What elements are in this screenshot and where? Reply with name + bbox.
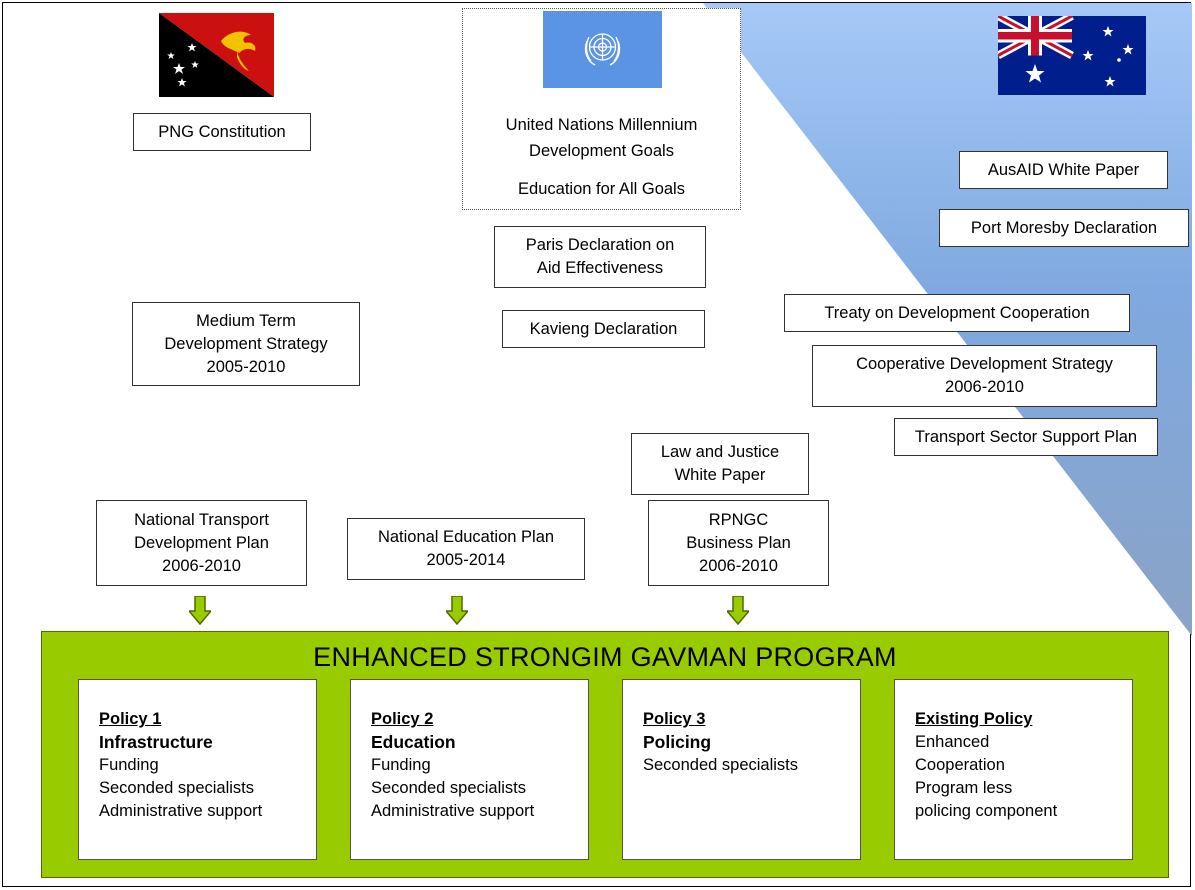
- policy-card: Policy 2 Education Funding Seconded spec…: [350, 679, 589, 860]
- program-block: ENHANCED STRONGIM GAVMAN PROGRAM Policy …: [41, 631, 1169, 878]
- policy-heading: Policy 3: [643, 710, 706, 728]
- png-constitution-label: PNG Constitution: [158, 122, 286, 141]
- mtds-line: Development Strategy: [164, 334, 328, 353]
- law-justice-box: Law and Justice White Paper: [631, 433, 809, 495]
- ntdp-line: Development Plan: [134, 533, 269, 552]
- policy-card: Existing Policy Enhanced Cooperation Pro…: [894, 679, 1133, 860]
- kavieng-declaration-box: Kavieng Declaration: [502, 310, 705, 348]
- policy-item: Enhanced: [915, 733, 990, 751]
- policy-item: Seconded specialists: [371, 779, 527, 797]
- ntdp-line: National Transport: [134, 510, 269, 529]
- down-arrow-icon: [189, 596, 211, 625]
- paris-line: Paris Declaration on: [525, 236, 675, 254]
- rpngc-line: Business Plan: [686, 533, 791, 552]
- policy-item: Administrative support: [99, 802, 263, 820]
- policy-name: Education: [371, 732, 456, 752]
- policy-item: Funding: [99, 756, 159, 774]
- law-justice-line: White Paper: [674, 466, 766, 484]
- policy-item: Funding: [371, 756, 431, 774]
- policy-name: Policing: [643, 732, 712, 752]
- png-constitution-box: PNG Constitution: [133, 113, 311, 151]
- ntdp-box: National Transport Development Plan 2006…: [96, 500, 307, 586]
- cds-box: Cooperative Development Strategy 2006-20…: [812, 345, 1157, 407]
- cds-line: Cooperative Development Strategy: [856, 355, 1113, 373]
- policy-name: Infrastructure: [99, 732, 213, 752]
- australia-flag: [998, 16, 1146, 95]
- policy-heading: Policy 1: [99, 710, 162, 728]
- policy-item: Cooperation: [915, 756, 1005, 774]
- nep-line: National Education Plan: [377, 528, 555, 546]
- cds-line: 2006-2010: [945, 378, 1024, 396]
- mtds-line: 2005-2010: [206, 357, 286, 376]
- kavieng-label: Kavieng Declaration: [529, 319, 678, 338]
- policy-card: Policy 3 Policing Seconded specialists: [622, 679, 861, 860]
- un-mdg-line2: Development Goals: [529, 142, 674, 160]
- program-title: ENHANCED STRONGIM GAVMAN PROGRAM: [313, 642, 897, 672]
- policy-card: Policy 1 Infrastructure Funding Seconded…: [78, 679, 317, 860]
- policy-item: Program less: [915, 779, 1013, 797]
- mtds-line: Medium Term: [196, 311, 296, 330]
- rpngc-line: 2006-2010: [699, 556, 778, 575]
- port-moresby-label: Port Moresby Declaration: [970, 218, 1158, 237]
- ausaid-white-paper-label: AusAID White Paper: [987, 160, 1140, 179]
- down-arrow-icon: [727, 596, 749, 625]
- mtds-box: Medium Term Development Strategy 2005-20…: [132, 302, 360, 386]
- policy-item: Seconded specialists: [99, 779, 255, 797]
- policy-heading: Existing Policy: [915, 710, 1033, 728]
- down-arrow-icon: [446, 596, 468, 625]
- law-justice-line: Law and Justice: [660, 443, 780, 461]
- nep-box: National Education Plan 2005-2014: [347, 518, 585, 580]
- transport-support-plan-box: Transport Sector Support Plan: [894, 418, 1158, 456]
- port-moresby-declaration-box: Port Moresby Declaration: [939, 209, 1189, 247]
- rpngc-line: RPNGC: [708, 510, 769, 529]
- nep-line: 2005-2014: [426, 551, 506, 569]
- treaty-box: Treaty on Development Cooperation: [784, 294, 1130, 332]
- rpngc-box: RPNGC Business Plan 2006-2010: [648, 500, 829, 586]
- united-nations-flag: [543, 11, 662, 88]
- policy-item: Seconded specialists: [643, 756, 799, 774]
- ausaid-white-paper-box: AusAID White Paper: [959, 151, 1168, 189]
- policy-item: Administrative support: [371, 802, 535, 820]
- transport-support-label: Transport Sector Support Plan: [914, 427, 1138, 446]
- un-mdg-line1: United Nations Millennium: [505, 116, 698, 134]
- ntdp-line: 2006-2010: [162, 556, 241, 575]
- paris-declaration-box: Paris Declaration on Aid Effectiveness: [494, 226, 706, 288]
- papua-new-guinea-flag: [159, 13, 274, 97]
- paris-line: Aid Effectiveness: [536, 259, 664, 277]
- policy-item: policing component: [915, 802, 1058, 820]
- un-efa-goals: Education for All Goals: [518, 180, 685, 198]
- treaty-label: Treaty on Development Cooperation: [824, 303, 1090, 322]
- policy-heading: Policy 2: [371, 710, 434, 728]
- un-goals-box: United Nations Millennium Development Go…: [462, 8, 741, 210]
